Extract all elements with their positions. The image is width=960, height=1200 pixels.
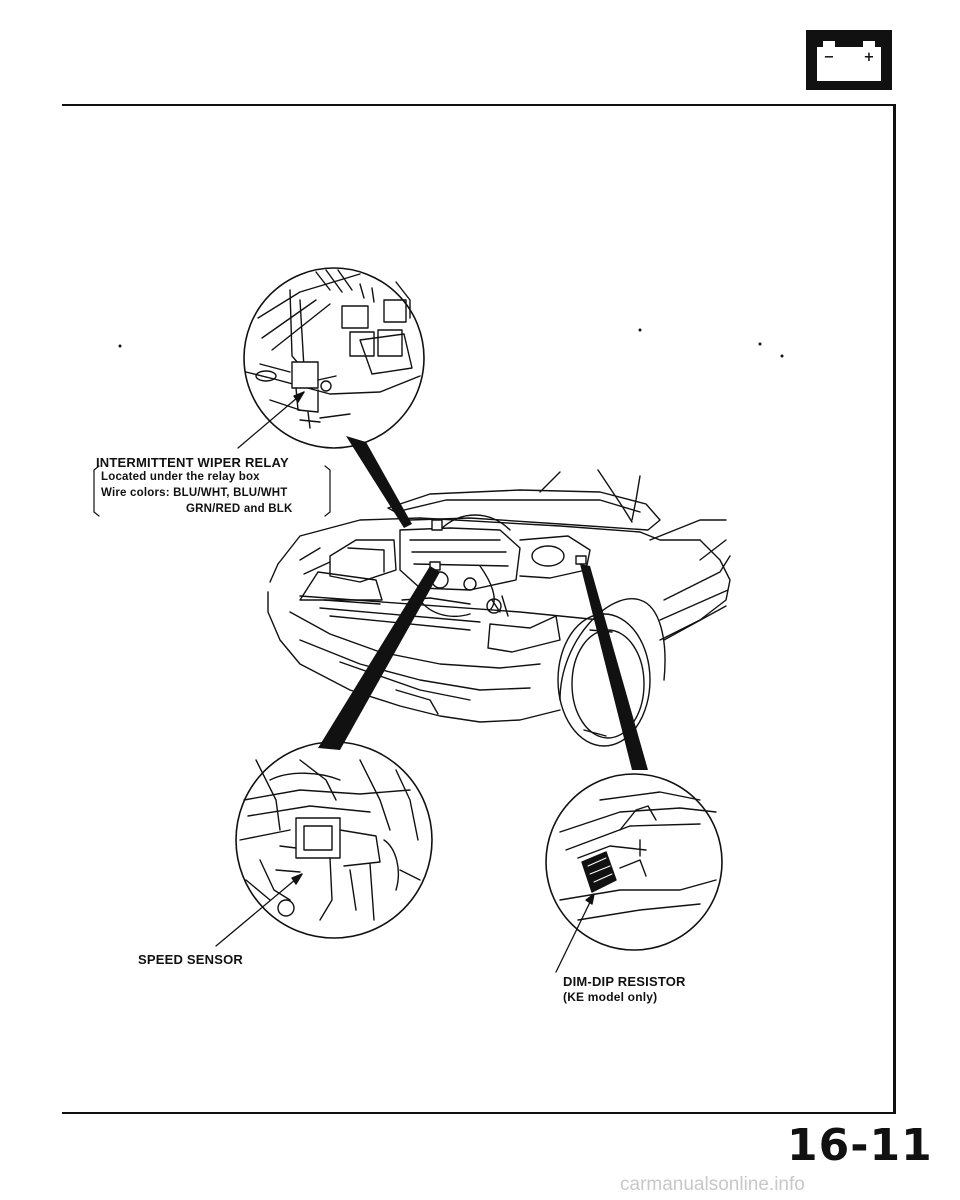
page-number: 16-11	[787, 1120, 933, 1171]
dim-dip-detail-circle	[545, 773, 723, 951]
battery-minus-glyph: −	[824, 50, 835, 65]
relay-detail-circle	[243, 267, 425, 449]
battery-icon: − +	[806, 30, 892, 90]
speed-sensor-detail-circle	[235, 741, 433, 939]
relay-wire-colors: Wire colors: BLU/WHT, BLU/WHT	[101, 487, 288, 499]
car-outline	[267, 469, 731, 747]
watermark: carmanualsonline.info	[620, 1174, 805, 1195]
battery-plus-glyph: +	[864, 50, 875, 65]
dim-dip-model-note: (KE model only)	[563, 990, 658, 1004]
right-rule	[893, 104, 896, 1114]
relay-location-note: Located under the relay box	[101, 471, 260, 483]
speed-sensor-label: SPEED SENSOR	[138, 952, 243, 967]
dim-dip-resistor-label: DIM-DIP RESISTOR	[563, 974, 686, 989]
relay-wire-colors-continued: GRN/RED and BLK	[186, 503, 293, 515]
top-rule	[62, 104, 896, 106]
relay-label: INTERMITTENT WIPER RELAY	[96, 455, 289, 470]
bottom-rule	[62, 1112, 896, 1114]
